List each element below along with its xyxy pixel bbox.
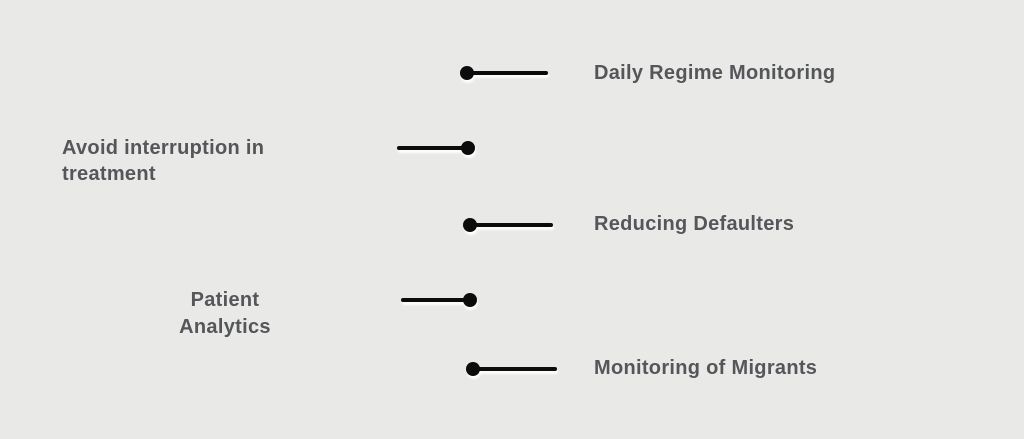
bullet-dot-icon — [463, 293, 477, 307]
item-label: Patient Analytics — [179, 289, 271, 338]
item-label: Monitoring of Migrants — [594, 357, 818, 379]
bullet-dot-icon — [460, 66, 474, 80]
bullet-dot-icon — [461, 141, 475, 155]
leader-line — [401, 293, 477, 307]
item-label: Avoid interruption in treatment — [62, 137, 265, 185]
connector-line — [477, 367, 557, 371]
connector-line — [474, 223, 553, 227]
leader-line — [466, 362, 557, 376]
item-label: Reducing Defaulters — [594, 213, 795, 235]
connector-line — [401, 298, 466, 302]
leader-line — [397, 141, 475, 155]
connector-line — [397, 146, 464, 150]
leader-line — [463, 218, 553, 232]
bullet-dot-icon — [466, 362, 480, 376]
connector-line — [471, 71, 548, 75]
bullet-dot-icon — [463, 218, 477, 232]
leader-line — [460, 66, 548, 80]
item-label: Daily Regime Monitoring — [594, 62, 836, 84]
